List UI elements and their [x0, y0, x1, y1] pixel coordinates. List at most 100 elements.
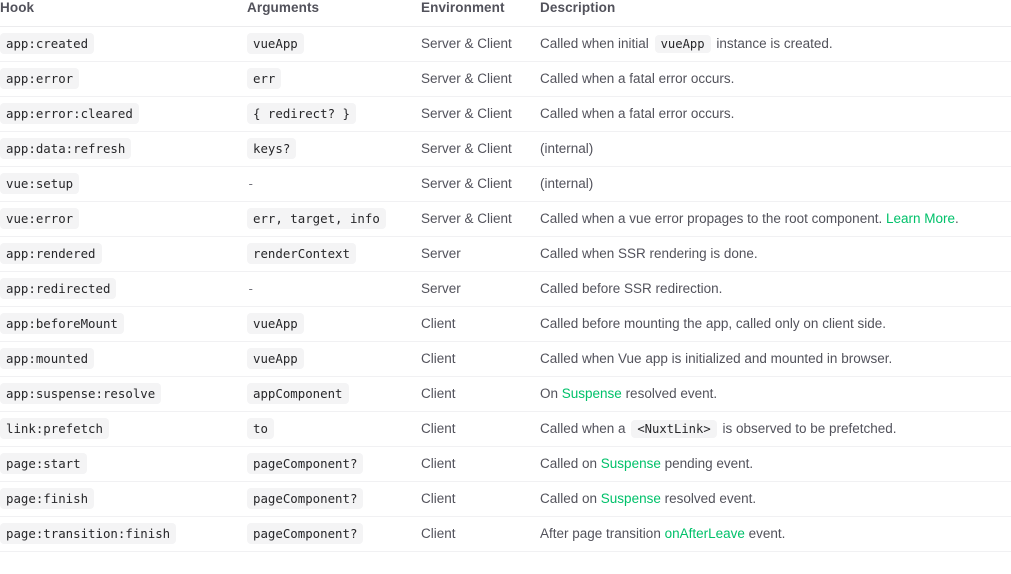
- description-text: Called when Vue app is initialized and m…: [540, 351, 893, 367]
- cell-environment: Client: [421, 516, 540, 552]
- cell-hook: page:start: [0, 446, 247, 482]
- description-text: Called when a vue error propages to the …: [540, 211, 886, 227]
- cell-arguments: keys?: [247, 131, 421, 167]
- description-text: Called when a fatal error occurs.: [540, 71, 735, 87]
- description-link[interactable]: Suspense: [561, 386, 622, 402]
- cell-environment: Server: [421, 236, 540, 272]
- environment-label: Client: [421, 316, 456, 332]
- cell-description: Called when a vue error propages to the …: [540, 201, 1011, 237]
- cell-environment: Client: [421, 446, 540, 482]
- description-text: resolved event.: [621, 386, 718, 402]
- cell-description: Called when Vue app is initialized and m…: [540, 341, 1011, 377]
- cell-description: After page transition onAfterLeave event…: [540, 516, 1011, 552]
- cell-environment: Client: [421, 306, 540, 342]
- hook-name-code: app:created: [0, 33, 95, 55]
- column-header-hook: Hook: [0, 0, 247, 27]
- arguments-code: vueApp: [247, 348, 304, 370]
- cell-environment: Server: [421, 271, 540, 307]
- cell-environment: Client: [421, 376, 540, 412]
- hook-name-code: app:beforeMount: [0, 313, 124, 335]
- description-text: is observed to be prefetched.: [718, 421, 897, 437]
- description-inline-code: <NuxtLink>: [631, 420, 717, 439]
- cell-arguments: appComponent: [247, 376, 421, 412]
- cell-description: On Suspense resolved event.: [540, 376, 1011, 412]
- environment-label: Server & Client: [421, 106, 512, 122]
- environment-label: Client: [421, 351, 456, 367]
- cell-hook: app:mounted: [0, 341, 247, 377]
- arguments-code: { redirect? }: [247, 103, 356, 125]
- hook-name-code: page:transition:finish: [0, 523, 177, 545]
- cell-description: Called when a <NuxtLink> is observed to …: [540, 411, 1011, 447]
- environment-label: Client: [421, 491, 456, 507]
- cell-description: (internal): [540, 131, 1011, 167]
- cell-arguments: err, target, info: [247, 201, 421, 237]
- arguments-code: err: [247, 68, 282, 90]
- cell-arguments: -: [247, 271, 421, 307]
- cell-hook: page:transition:finish: [0, 516, 247, 552]
- cell-hook: page:finish: [0, 481, 247, 517]
- environment-label: Client: [421, 456, 456, 472]
- description-text: (internal): [540, 141, 594, 157]
- cell-arguments: renderContext: [247, 236, 421, 272]
- cell-description: Called when a fatal error occurs.: [540, 96, 1011, 132]
- cell-description: Called when a fatal error occurs.: [540, 61, 1011, 97]
- cell-description: Called before mounting the app, called o…: [540, 306, 1011, 342]
- table-row: page:transition:finish pageComponent?Clie…: [0, 516, 1011, 552]
- table-row: app:error:cleared{ redirect? } Server & C…: [0, 96, 1011, 132]
- cell-environment: Server & Client: [421, 26, 540, 62]
- cell-environment: Server & Client: [421, 61, 540, 97]
- cell-hook: app:created: [0, 26, 247, 62]
- cell-hook: link:prefetch: [0, 411, 247, 447]
- environment-label: Server & Client: [421, 211, 512, 227]
- description-text: instance is created.: [712, 36, 833, 52]
- hook-name-code: page:finish: [0, 488, 95, 510]
- arguments-code: keys?: [247, 138, 297, 160]
- column-header-description: Description: [540, 0, 1011, 27]
- hook-name-code: app:error: [0, 68, 80, 90]
- cell-arguments: err: [247, 61, 421, 97]
- cell-description: Called when SSR rendering is done.: [540, 236, 1011, 272]
- description-text: pending event.: [660, 456, 754, 472]
- column-header-arguments: Arguments: [247, 0, 421, 27]
- nuxt-app-hooks-table: Hook Arguments Environment Description a…: [0, 0, 1011, 552]
- description-link[interactable]: onAfterLeave: [664, 526, 745, 542]
- description-text: resolved event.: [660, 491, 757, 507]
- description-link[interactable]: Learn More: [885, 211, 956, 227]
- environment-label: Client: [421, 386, 456, 402]
- environment-label: Client: [421, 421, 456, 437]
- cell-description: (internal): [540, 166, 1011, 202]
- arguments-code: pageComponent?: [247, 488, 364, 510]
- cell-environment: Client: [421, 341, 540, 377]
- cell-environment: Client: [421, 481, 540, 517]
- description-text: On: [540, 386, 562, 402]
- description-text: Called when a fatal error occurs.: [540, 106, 735, 122]
- cell-arguments: -: [247, 166, 421, 202]
- cell-arguments: pageComponent?: [247, 516, 421, 552]
- environment-label: Server & Client: [421, 36, 512, 52]
- description-link[interactable]: Suspense: [600, 456, 661, 472]
- cell-hook: app:rendered: [0, 236, 247, 272]
- arguments-empty-dash: -: [247, 281, 255, 297]
- cell-hook: app:error: [0, 61, 247, 97]
- description-link[interactable]: Suspense: [600, 491, 661, 507]
- cell-hook: app:error:cleared: [0, 96, 247, 132]
- cell-hook: app:suspense:resolve: [0, 376, 247, 412]
- hook-name-code: app:rendered: [0, 243, 102, 265]
- cell-hook: app:redirected: [0, 271, 247, 307]
- cell-arguments: to: [247, 411, 421, 447]
- cell-arguments: { redirect? }: [247, 96, 421, 132]
- arguments-code: pageComponent?: [247, 453, 364, 475]
- cell-environment: Client: [421, 411, 540, 447]
- cell-environment: Server & Client: [421, 131, 540, 167]
- description-text: Called on: [540, 456, 601, 472]
- description-text: .: [955, 211, 959, 227]
- cell-environment: Server & Client: [421, 166, 540, 202]
- cell-environment: Server & Client: [421, 201, 540, 237]
- hook-name-code: app:suspense:resolve: [0, 383, 162, 405]
- cell-description: Called on Suspense pending event.: [540, 446, 1011, 482]
